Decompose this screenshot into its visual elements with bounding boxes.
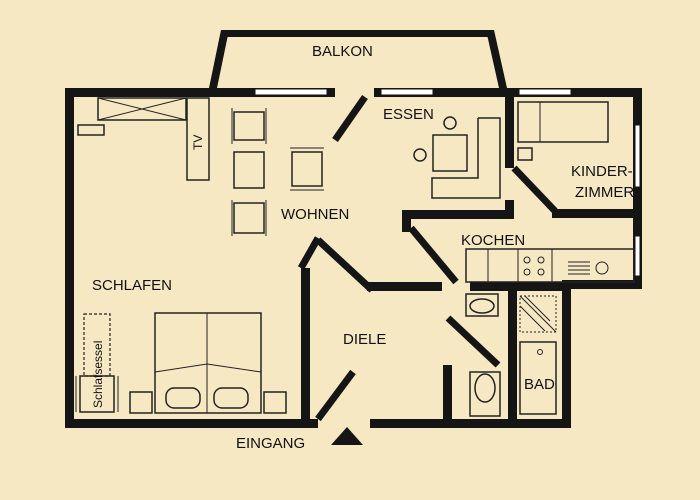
window-essen	[380, 88, 434, 96]
wc-basin-top	[465, 293, 499, 317]
wall-bad-left	[508, 282, 517, 428]
door-schlafen	[297, 236, 322, 270]
essen-counter	[431, 117, 501, 199]
outer-wall-bad-right	[562, 282, 571, 428]
room-label-kinderzimmer-2: ZIMMER	[575, 184, 634, 201]
wall-diele-left	[301, 268, 310, 428]
nightstand-right	[263, 391, 287, 414]
wall-kochen-bottom-left	[367, 282, 442, 291]
wall-kinder-left-lower	[505, 200, 514, 219]
shower	[519, 295, 557, 333]
door-wohnen-diele	[315, 237, 375, 293]
double-bed	[154, 312, 262, 414]
furniture	[75, 97, 635, 417]
schlafsessel	[79, 375, 115, 413]
window-wohnen	[254, 88, 328, 96]
toilet-box	[469, 371, 501, 417]
door-entrance	[315, 369, 356, 422]
room-label-balkon: BALKON	[312, 43, 373, 60]
entrance-label: EINGANG	[236, 435, 305, 452]
room-label-diele: DIELE	[343, 331, 386, 348]
tv-cabinet	[186, 97, 210, 181]
outer-wall-step	[562, 280, 642, 289]
balcony-wall-right	[486, 30, 507, 88]
room-label-bad: BAD	[524, 376, 555, 393]
window-kinderzimmer-side	[634, 124, 641, 188]
doors	[297, 94, 558, 422]
wall-kinder-bottom	[552, 209, 642, 218]
walls	[65, 30, 642, 428]
door-kinderzimmer	[511, 165, 558, 214]
outer-wall-top-left	[65, 88, 335, 97]
room-label-kochen: KOCHEN	[461, 232, 525, 249]
essen-table	[432, 134, 468, 172]
door-kochen	[408, 225, 459, 285]
window-kinderzimmer	[518, 88, 572, 96]
small-shelf	[77, 124, 105, 136]
window-kochen	[634, 235, 641, 277]
nightstand-left	[129, 391, 153, 414]
room-labels: BALKON ESSEN KINDER- ZIMMER WOHNEN KOCHE…	[92, 43, 634, 393]
balcony-wall-left	[209, 30, 229, 88]
wall-wc-left	[443, 365, 452, 428]
wall-kochen-bottom-right	[470, 282, 571, 291]
room-label-wohnen: WOHNEN	[281, 206, 349, 223]
wall-kinder-left	[505, 88, 514, 168]
outer-wall-bottom-right	[370, 419, 571, 428]
kitchen-counter	[465, 248, 635, 283]
outer-wall-right-upper	[633, 88, 642, 288]
windows	[254, 88, 641, 277]
door-balcony	[332, 94, 368, 143]
entrance-arrow-icon	[331, 427, 363, 445]
chair-group	[231, 108, 324, 236]
room-label-essen: ESSEN	[383, 106, 434, 123]
balcony-wall-top	[221, 30, 491, 37]
kinder-bed	[517, 101, 609, 143]
outer-wall-bottom-left	[65, 419, 318, 428]
room-label-schlafen: SCHLAFEN	[92, 277, 172, 294]
tv-label: TV	[191, 135, 205, 150]
bathtub	[519, 341, 557, 415]
schlafsessel-label: Schlafsessel	[91, 341, 105, 408]
door-wc	[445, 315, 501, 368]
room-label-kinderzimmer-1: KINDER-	[571, 163, 633, 180]
outer-wall-left	[65, 88, 74, 428]
wall-essen-bottom	[402, 210, 514, 219]
wall-essen-bottom-stub	[402, 210, 411, 232]
wardrobe	[97, 97, 187, 121]
